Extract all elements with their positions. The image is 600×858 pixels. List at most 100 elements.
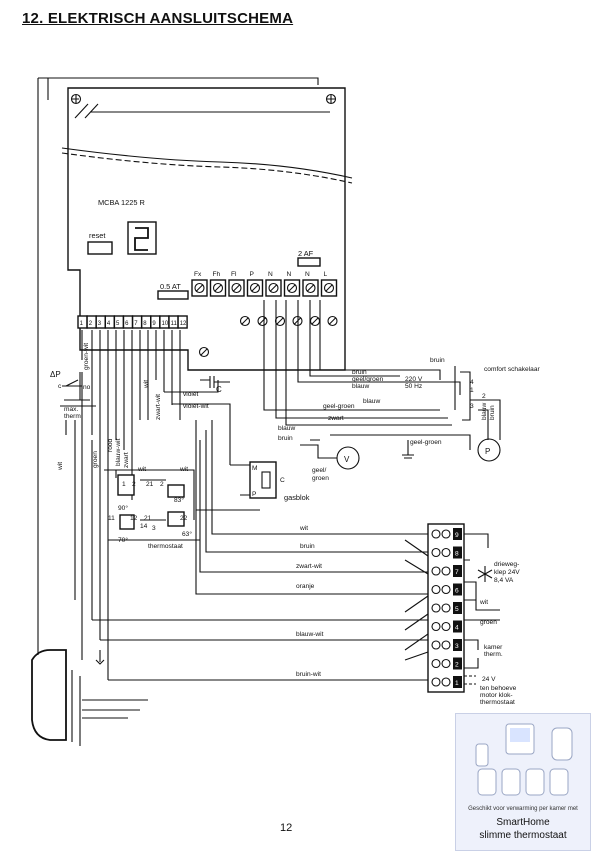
t90: 90°	[118, 504, 128, 512]
wire-fan	[300, 439, 337, 459]
thermostat-90	[117, 474, 135, 496]
wire-violet	[164, 376, 231, 465]
top-terminal-label: Fl	[231, 271, 237, 278]
thermostaat-label: thermostaat	[148, 543, 183, 550]
bottom-terminal-label: 10	[162, 321, 169, 327]
terminal-number-bg	[453, 546, 462, 559]
smarthome-product-image	[475, 723, 573, 796]
bruin-b-label: bruin	[352, 369, 367, 376]
terminal-number-bg	[453, 602, 462, 614]
rn8: 22	[180, 515, 188, 522]
gas-p: P	[252, 491, 257, 498]
screw	[239, 315, 251, 327]
rn4: 2	[160, 481, 164, 488]
c-cap-label: C	[216, 385, 222, 394]
v-label: V	[344, 455, 350, 464]
no-label: no	[83, 384, 91, 391]
display-digit	[134, 227, 149, 251]
groen-bot-label: groen	[312, 475, 329, 482]
break-line-2	[61, 152, 353, 184]
comfort-n3: 3	[470, 403, 474, 410]
geel-groen-mid-label: geel-groen	[323, 403, 355, 410]
top-terminal-label: N	[305, 271, 310, 278]
rn7: 21	[144, 515, 152, 522]
blauw-b-label: blauw	[352, 383, 369, 390]
break-line-1	[61, 147, 353, 179]
terminal-number: 9	[455, 532, 459, 539]
zwart-wit-bus-label: zwart-wit	[296, 563, 322, 570]
t63: 63°	[182, 530, 192, 538]
blauw-mid2-label: blauw	[278, 425, 295, 432]
bottom-terminal-label: 8	[143, 321, 147, 327]
bruin-top-label: bruin	[430, 357, 445, 364]
wit-vert-label: wit	[143, 380, 150, 389]
screw-bottom	[198, 346, 210, 358]
rood-label: rood	[107, 438, 114, 452]
bottom-terminal-label: 6	[125, 321, 129, 327]
terminal-number: 1	[455, 680, 459, 687]
wire-bus	[92, 420, 428, 681]
wire-cross	[404, 539, 429, 661]
bottom-terminal-label: 7	[134, 321, 138, 327]
wire-valve	[464, 533, 500, 621]
terminal-number: 7	[455, 569, 459, 576]
wire-kamer	[464, 639, 479, 669]
terminal-number-bg	[453, 657, 462, 670]
pump-symbol	[477, 438, 501, 462]
bruin-bus-label: bruin	[300, 543, 315, 550]
groen-valve-label: groen	[480, 619, 497, 626]
top-terminal-label: Fh	[213, 271, 221, 278]
bottom-terminal-label: 3	[98, 321, 102, 327]
fuse-secondary: 0.5 AT	[160, 282, 181, 291]
ad-caption: Geschikt voor verwarming per kamer met	[468, 806, 578, 812]
blauw-mid-label: blauw	[363, 398, 380, 405]
screw-top-right	[325, 93, 337, 105]
smarthome-ad[interactable]: Geschikt voor verwarming per kamer met S…	[455, 713, 591, 851]
valve-1: drieweg-	[494, 561, 519, 568]
comfort-n2: 2	[482, 393, 486, 400]
bottom-terminal-label: 2	[89, 321, 93, 327]
fuse-secondary-body	[157, 290, 189, 300]
gasblok-label: gasblok	[284, 493, 310, 502]
wit-left-label: wit	[57, 462, 64, 471]
rn1: 1	[122, 481, 126, 488]
terminal-number: 4	[455, 625, 459, 632]
bruin-wit-bus-label: bruin-wit	[296, 671, 321, 678]
kamer-2: therm.	[484, 651, 503, 658]
v24-label: 24 V	[482, 676, 496, 683]
motor-2: motor klok-	[480, 692, 513, 699]
delta-p-label: ΔP	[50, 370, 61, 379]
bottom-terminal-label: 1	[80, 321, 84, 327]
comfort-n1: 1	[470, 387, 474, 394]
terminal-number: 2	[455, 662, 459, 669]
rn6: 12	[130, 515, 138, 522]
max-therm-1: max.	[64, 406, 78, 413]
top-terminal-label: Fx	[194, 271, 202, 278]
terminal-number: 6	[455, 588, 459, 595]
violet-label: violet	[183, 391, 199, 398]
wire-groen-wit	[74, 330, 83, 660]
wit1-label: wit	[137, 466, 146, 473]
wire-bundle	[91, 330, 181, 560]
terminal-number-bg	[453, 639, 462, 651]
rn5: 11	[108, 515, 115, 522]
blauw-vert-label: blauw	[481, 403, 488, 420]
geel-groen-right-label: geel-groen	[410, 439, 442, 446]
rn2: 2	[132, 481, 136, 488]
groen-wit-label: groen-wit	[83, 343, 90, 370]
delta-p-switch	[62, 372, 90, 401]
bottom-terminal-label: 5	[116, 321, 120, 327]
motor-3: thermostaat	[480, 699, 515, 706]
violet-wit-label: violet-wit	[183, 403, 209, 410]
blauw-wit-bus-label: blauw-wit	[296, 631, 324, 638]
zwart-label: zwart	[123, 452, 130, 468]
wit-valve-label: wit	[479, 599, 488, 606]
oranje-bus-label: oranje	[296, 583, 315, 590]
electrode	[71, 650, 148, 746]
wire-thermostats	[104, 469, 200, 541]
bottom-terminal-label: 9	[152, 321, 156, 327]
wit-bus-label: wit	[299, 525, 308, 532]
zwart-mid-label: zwart	[328, 415, 344, 422]
